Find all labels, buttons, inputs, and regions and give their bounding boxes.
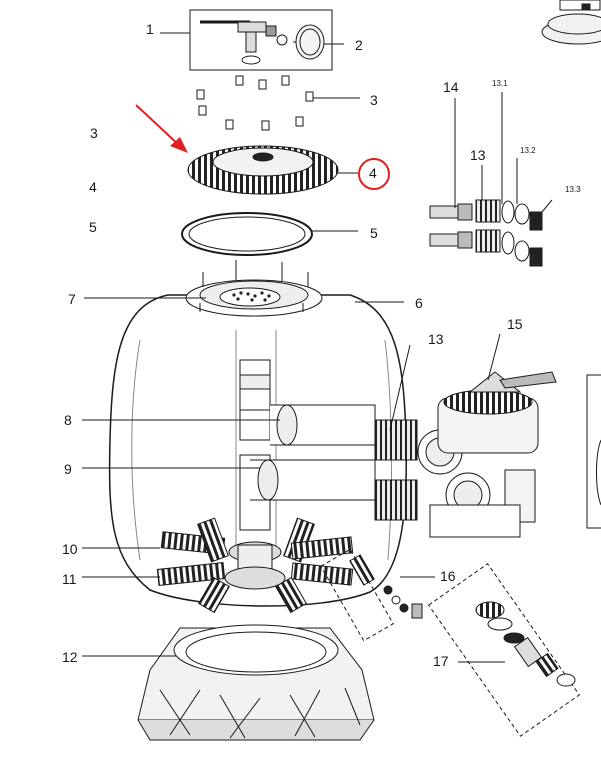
label-part-14: 14 — [443, 79, 459, 95]
filter-lid — [187, 145, 339, 195]
label-part-13-valve: 13 — [428, 331, 444, 347]
lid-nuts — [196, 75, 314, 131]
laterals — [156, 517, 354, 614]
partial-lid-view — [541, 0, 601, 45]
leader-15 — [487, 333, 501, 381]
label-part-13-3: 13.3 — [565, 185, 581, 194]
label-part-12: 12 — [62, 649, 78, 665]
internal-pipes — [239, 359, 376, 531]
label-part-6: 6 — [415, 295, 423, 311]
highlight-circle — [358, 158, 390, 190]
label-part-9: 9 — [64, 461, 72, 477]
label-part-3-left: 3 — [90, 125, 98, 141]
washer — [276, 34, 288, 46]
label-part-5-left: 5 — [89, 219, 97, 235]
label-part-10: 10 — [62, 541, 78, 557]
lid-o-ring — [181, 212, 313, 256]
highlight-arrow — [135, 104, 188, 153]
filter-tank — [108, 260, 408, 607]
label-part-13-2: 13.2 — [520, 146, 536, 155]
union-fittings-kit — [429, 92, 553, 267]
label-part-4: 4 — [369, 165, 377, 181]
gauge-assembly — [189, 9, 333, 71]
o-ring-small — [241, 55, 261, 65]
label-part-13-1: 13.1 — [492, 79, 508, 88]
label-part-3: 3 — [370, 92, 378, 108]
label-part-15: 15 — [507, 316, 523, 332]
lateral-hub — [224, 541, 286, 590]
gauge-assembly-frame — [189, 9, 333, 71]
base-stand — [137, 624, 375, 741]
multiport-valve — [374, 371, 557, 538]
label-part-16: 16 — [440, 568, 456, 584]
label-part-8: 8 — [64, 412, 72, 428]
partial-right-panel — [586, 374, 601, 529]
label-part-5: 5 — [370, 225, 378, 241]
tee-fitting — [237, 21, 267, 33]
leader-13b — [389, 344, 411, 431]
label-part-13: 13 — [470, 147, 486, 163]
label-part-2: 2 — [355, 37, 363, 53]
label-part-17: 17 — [433, 653, 449, 669]
label-part-7: 7 — [68, 291, 76, 307]
label-part-4-left: 4 — [89, 179, 97, 195]
label-part-11: 11 — [62, 571, 77, 587]
label-part-1: 1 — [146, 21, 154, 37]
lateral-spare-kit — [320, 548, 423, 642]
union-spare-kit — [427, 563, 581, 737]
